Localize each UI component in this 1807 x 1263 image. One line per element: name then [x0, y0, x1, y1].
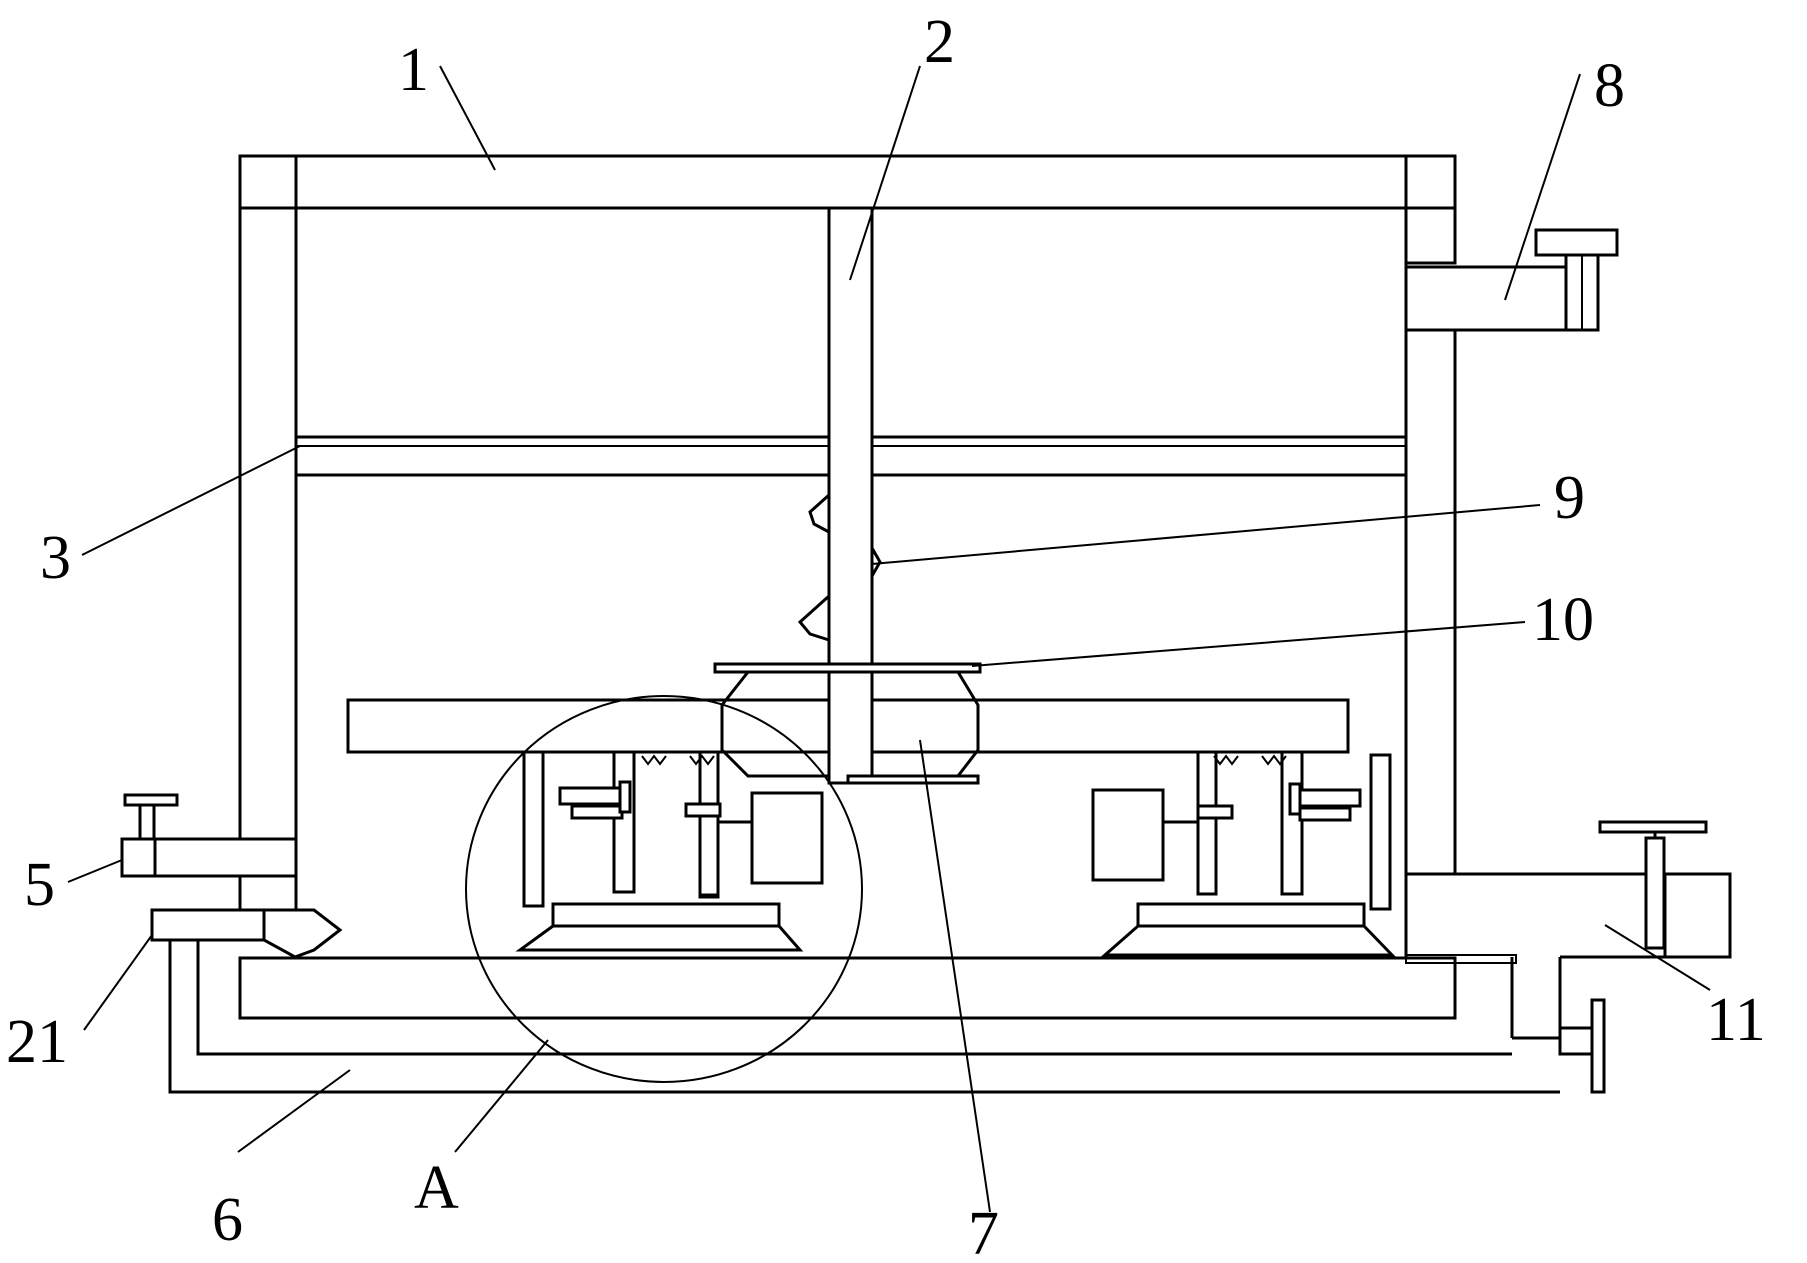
label-2: 2: [924, 8, 955, 76]
reference-numerals: 1 2 8 3 9 10 5 11 21 6 A 7: [6, 8, 1766, 1263]
label-9: 9: [1554, 464, 1585, 532]
left-mechanism: [515, 750, 824, 952]
return-pipe: [168, 940, 1606, 1094]
label-21: 21: [6, 1008, 68, 1076]
rotating-assembly: [346, 670, 1350, 785]
label-10: 10: [1532, 586, 1594, 654]
valve-left: [120, 793, 296, 878]
nozzle: [150, 908, 343, 959]
label-8: 8: [1594, 52, 1625, 120]
label-a: A: [414, 1154, 459, 1222]
right-mechanism: [1091, 750, 1396, 957]
tank-housing: [238, 154, 1517, 1020]
label-7: 7: [968, 1200, 999, 1263]
outlet-pipe: [1455, 820, 1732, 959]
label-3: 3: [40, 524, 71, 592]
leader-lines: [67, 65, 1711, 1213]
inlet-pipe: [1406, 228, 1619, 332]
label-1: 1: [398, 36, 429, 104]
scraper-teeth: [797, 493, 882, 642]
label-5: 5: [24, 851, 55, 919]
label-6: 6: [212, 1186, 243, 1254]
label-11: 11: [1706, 986, 1766, 1054]
detail-circle-a: [465, 695, 863, 1083]
